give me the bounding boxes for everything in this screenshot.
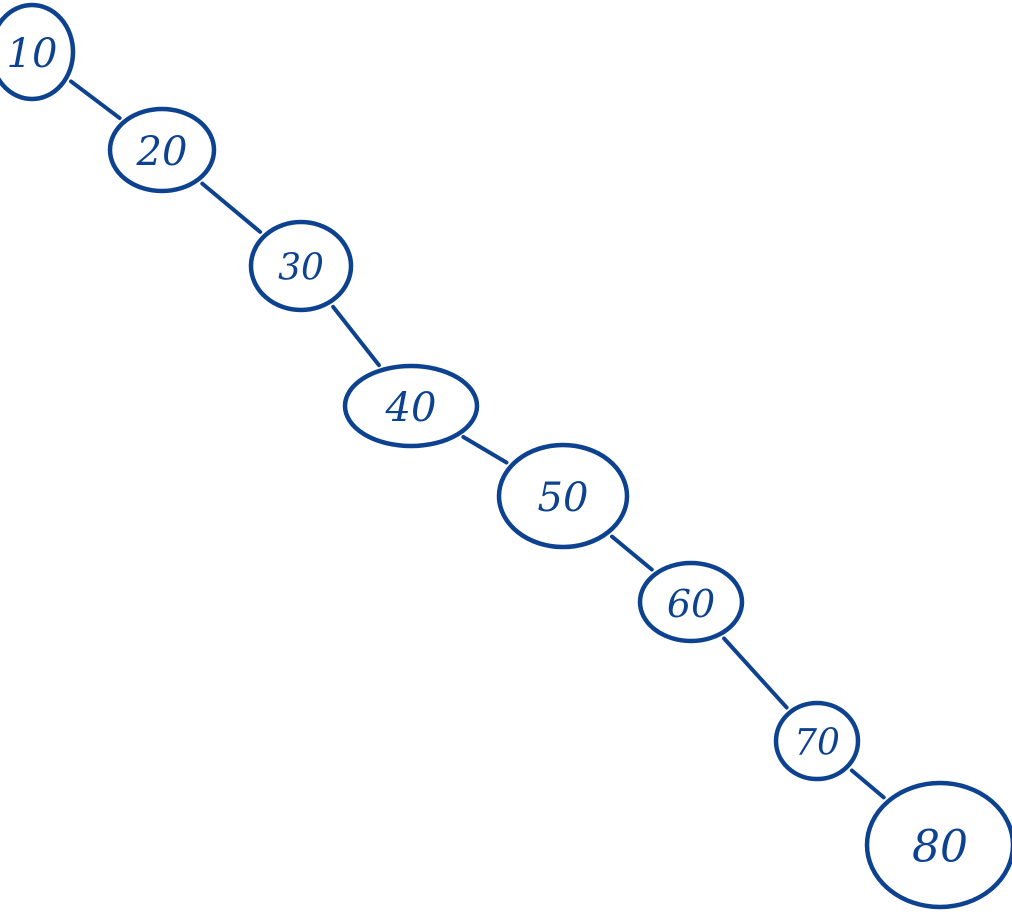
- node-ellipse: [637, 560, 745, 644]
- node-label: 30: [278, 248, 324, 289]
- node-20: 20: [107, 106, 217, 194]
- node-ellipse: [496, 442, 630, 550]
- edge-n70-n80: [849, 768, 886, 800]
- edge-n60-n70: [722, 636, 789, 710]
- node-label: 40: [385, 385, 437, 431]
- node-ellipse: [107, 106, 217, 194]
- edge-n10-n20: [69, 79, 122, 121]
- edge-n40-n50: [461, 435, 509, 465]
- node-label: 60: [667, 582, 715, 626]
- node-label: 10: [7, 31, 58, 77]
- node-label: 20: [136, 129, 188, 175]
- node-label: 80: [912, 822, 968, 873]
- node-ellipse: [248, 219, 354, 313]
- node-ellipse: [864, 780, 1012, 910]
- node-40: 40: [342, 363, 480, 449]
- node-label: 50: [538, 475, 589, 521]
- edge-n30-n40: [331, 304, 381, 368]
- node-ellipse: [773, 700, 861, 782]
- edge-n50-n60: [609, 534, 654, 572]
- node-50: 50: [496, 442, 630, 550]
- edge-n20-n30: [200, 181, 263, 234]
- node-label: 70: [794, 723, 840, 764]
- node-ellipse: [0, 2, 76, 102]
- node-30: 30: [248, 219, 354, 313]
- node-10: 10: [0, 2, 76, 102]
- node-60: 60: [637, 560, 745, 644]
- node-70: 70: [773, 700, 861, 782]
- node-80: 80: [864, 780, 1012, 910]
- node-ellipse: [342, 363, 480, 449]
- edge-layer: [69, 79, 886, 800]
